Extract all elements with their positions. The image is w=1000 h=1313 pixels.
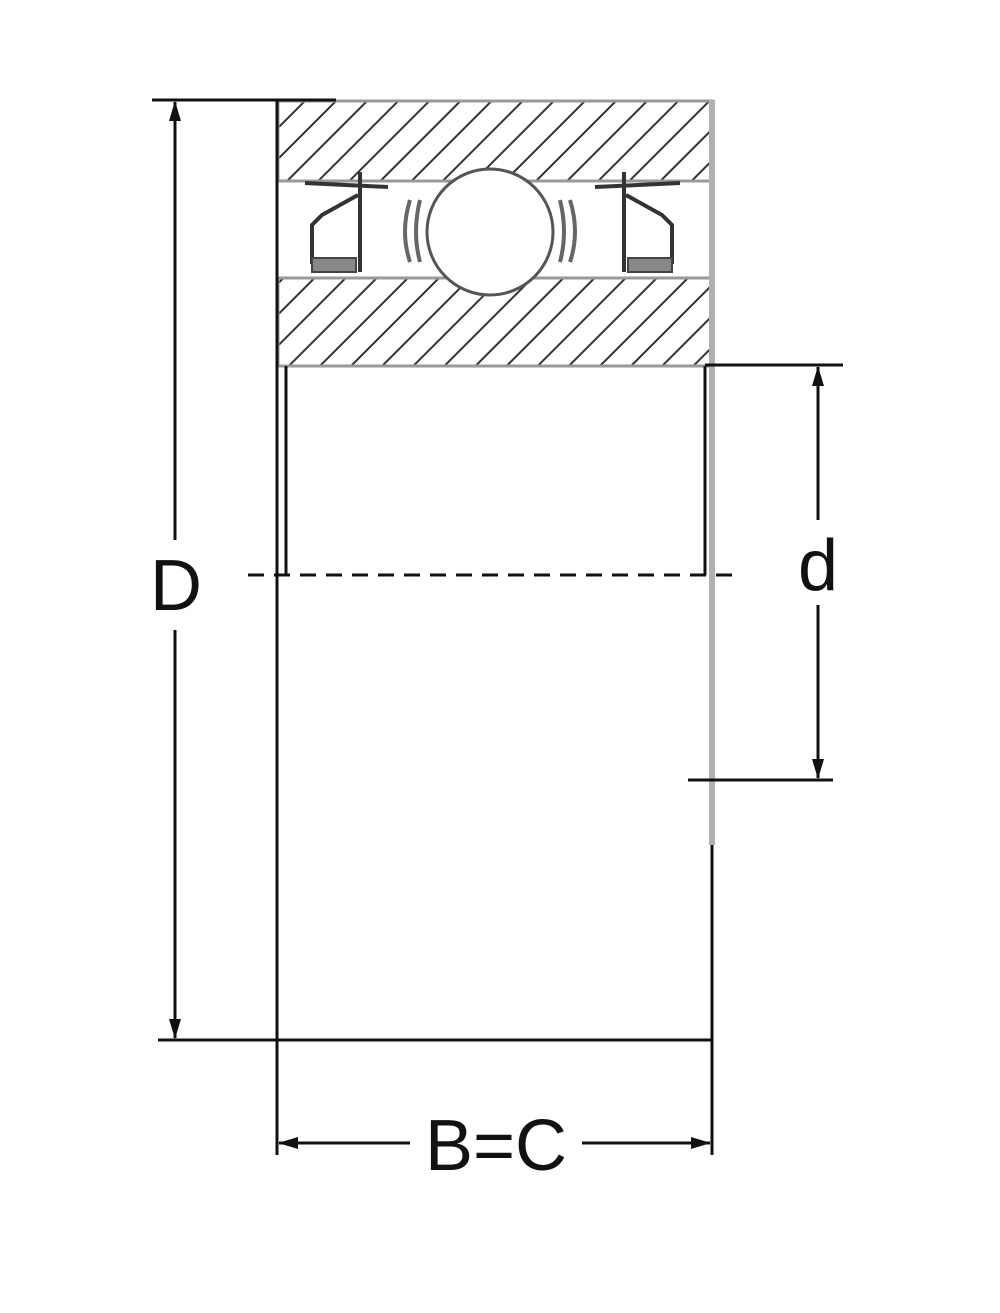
cage <box>403 199 577 263</box>
ball <box>425 167 555 297</box>
extension-lines <box>152 98 843 1042</box>
outer-ring <box>276 99 714 183</box>
label-D: D <box>150 546 202 626</box>
bearing-outline <box>275 100 714 1155</box>
seal-left <box>304 172 389 273</box>
label-d: d <box>798 526 838 606</box>
seal-right <box>594 172 681 273</box>
label-B-C: B=C <box>425 1106 567 1186</box>
